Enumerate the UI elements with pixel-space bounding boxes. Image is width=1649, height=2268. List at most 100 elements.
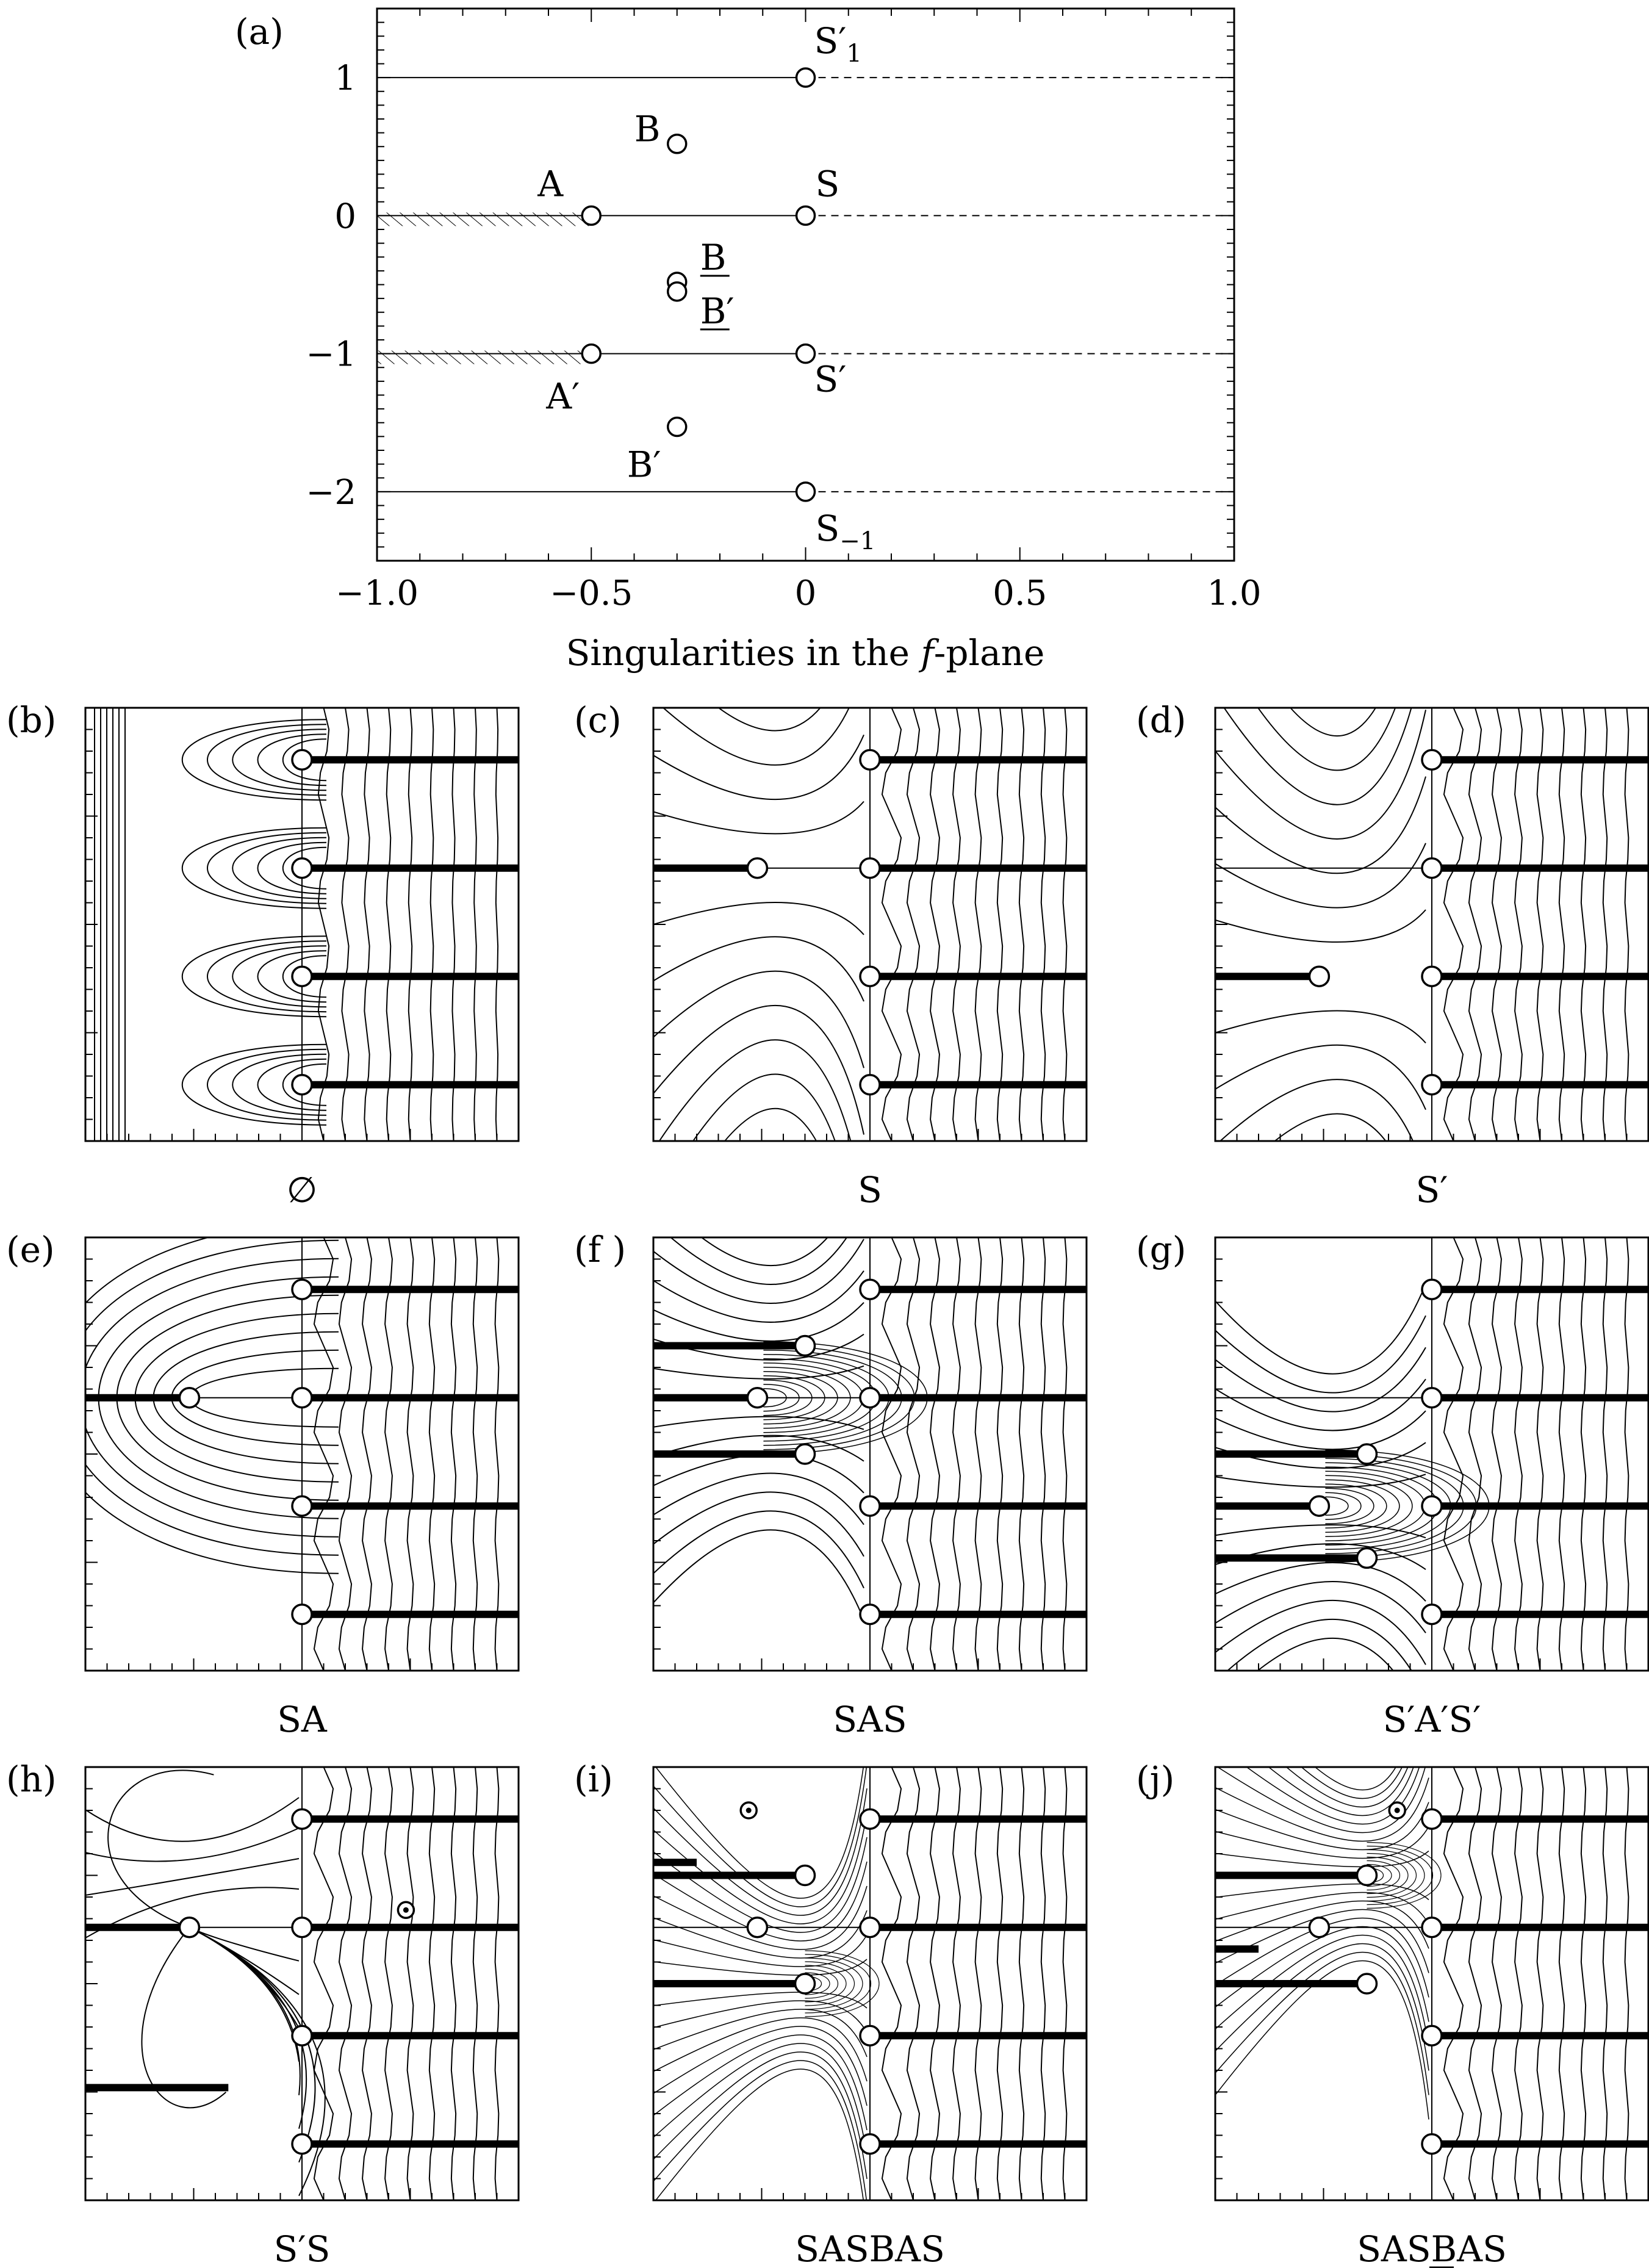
streamline <box>670 1237 848 1286</box>
streamline <box>107 1769 214 1928</box>
streamline <box>1018 708 1025 1141</box>
streamline <box>881 1237 902 1671</box>
panel-h-singularity <box>291 2133 313 2155</box>
streamline <box>1226 1618 1412 1671</box>
streamline <box>653 2043 868 2155</box>
streamline <box>653 1837 868 1933</box>
streamline <box>805 1972 830 1995</box>
panel-a-frame <box>376 7 1235 562</box>
streamline <box>1215 1315 1426 1394</box>
panel-e-singularity <box>291 1386 313 1409</box>
streamline <box>653 2017 868 2082</box>
panel-j-singularity <box>1308 1916 1331 1939</box>
streamline <box>1274 1113 1387 1141</box>
streamline <box>653 734 864 801</box>
panel-d-singularity <box>1421 1073 1443 1096</box>
panel-g-singularity <box>1421 1278 1443 1300</box>
streamline <box>906 708 921 1141</box>
streamline <box>655 2068 864 2200</box>
streamline <box>653 936 864 1002</box>
streamline <box>1062 1767 1068 2200</box>
panel-c-singularity <box>859 965 881 987</box>
panel-d-caption: S′ <box>1416 1169 1448 1211</box>
streamline <box>653 1435 864 1462</box>
streamline <box>653 2026 868 2106</box>
panel-j-dot-center <box>1394 1807 1400 1813</box>
singularity-point <box>795 205 816 226</box>
panel-i: (i)SASBAS <box>574 1759 1088 2268</box>
panel-j-streamlines <box>1215 1767 1629 2200</box>
streamline <box>1602 1767 1608 2200</box>
streamline <box>1602 708 1608 1141</box>
streamline <box>881 1767 902 2200</box>
streamline <box>1367 1863 1392 1887</box>
streamline <box>653 1812 868 1924</box>
streamline <box>189 1926 326 2197</box>
streamline <box>1246 1767 1420 1825</box>
panel-h-dot-center <box>403 1907 409 1913</box>
panel-g-singularity <box>1308 1495 1331 1517</box>
singularity-point <box>581 205 602 226</box>
panel-f-singularity <box>859 1603 881 1625</box>
streamline <box>1624 708 1629 1141</box>
streamline <box>1325 1466 1439 1546</box>
streamline <box>494 1237 500 1671</box>
streamline <box>930 1767 940 2200</box>
streamline <box>1367 1856 1409 1895</box>
streamline <box>653 1885 868 1950</box>
streamline <box>1040 1767 1046 2200</box>
panel-f-singularity <box>859 1386 881 1409</box>
streamline <box>717 708 821 732</box>
point-label: A′ <box>545 376 580 417</box>
point-label: B <box>634 109 661 150</box>
streamline <box>653 1529 864 1621</box>
panel-j-singularity <box>1356 1973 1378 1995</box>
streamline <box>472 1237 478 1671</box>
streamline <box>653 2060 868 2200</box>
streamline <box>653 1239 864 1304</box>
streamline-panels: (b)∅(c)S(d)S′(e)SA(f )SAS(g)S′A′S′(h)S′S… <box>6 699 1649 2268</box>
streamline <box>450 1237 457 1671</box>
streamline <box>974 708 982 1141</box>
streamline <box>653 2009 868 2057</box>
streamline <box>181 935 327 1018</box>
streamline <box>181 827 327 909</box>
streamline <box>207 724 327 796</box>
panel-e-singularity <box>291 1495 313 1517</box>
streamline <box>1215 1474 1426 1488</box>
panel-d: (d)S′ <box>1136 699 1649 1211</box>
streamline <box>805 1954 872 2014</box>
streamline <box>653 1143 864 1401</box>
panel-e-singularity <box>291 1603 313 1625</box>
streamline <box>207 940 327 1013</box>
singularity-point <box>795 481 816 502</box>
panel-f-singularity <box>794 1334 816 1357</box>
panel-i-singularity <box>794 1973 816 1995</box>
panel-c-singularity <box>859 857 881 879</box>
streamline <box>653 1302 864 1342</box>
panel-b-singularity <box>291 965 313 987</box>
panel-d-singularity <box>1421 857 1443 879</box>
streamline <box>1215 1892 1429 1924</box>
streamline <box>996 1237 1004 1671</box>
streamline <box>1367 1849 1425 1902</box>
panel-d-singularity <box>1308 965 1331 987</box>
panel-c-streamlines <box>653 708 1068 1401</box>
streamline <box>1314 1767 1396 1790</box>
streamline <box>232 945 327 1008</box>
streamline <box>930 1237 940 1671</box>
streamline <box>85 1887 300 1939</box>
y-tick-label: −1 <box>306 335 356 375</box>
streamline <box>653 1491 864 1557</box>
streamline <box>257 733 327 787</box>
panel-j-caption: SASBAS <box>1357 2228 1507 2268</box>
streamline <box>1624 1237 1629 1671</box>
streamline <box>1325 1479 1400 1533</box>
streamline <box>1215 1909 1429 1973</box>
streamline <box>85 1858 300 1896</box>
streamline <box>282 738 327 782</box>
streamline <box>494 1767 500 2200</box>
point-label: S−1 <box>816 508 876 555</box>
panel-f-singularity <box>859 1278 881 1300</box>
